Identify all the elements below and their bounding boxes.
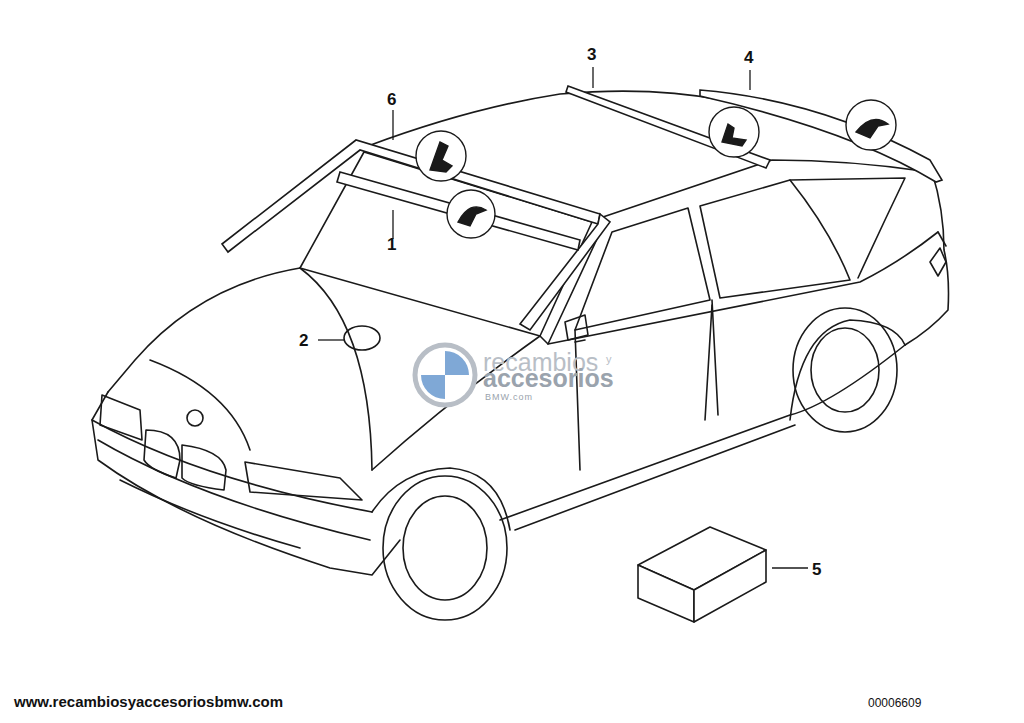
watermark-text: accesorios	[483, 366, 614, 391]
callout-number: 1	[387, 236, 396, 253]
callout-number: 4	[744, 49, 753, 66]
callout-number: 3	[587, 46, 596, 63]
diagram-code: 00006609	[868, 697, 921, 709]
callout-number: 5	[812, 561, 821, 578]
callout-number: 2	[299, 332, 308, 349]
watermark-text: y	[606, 354, 612, 365]
footer-url: www.recambiosyaccesoriosbmw.com	[14, 694, 283, 709]
watermark-text: BMW.com	[485, 393, 533, 402]
callout-number: 6	[387, 91, 396, 108]
